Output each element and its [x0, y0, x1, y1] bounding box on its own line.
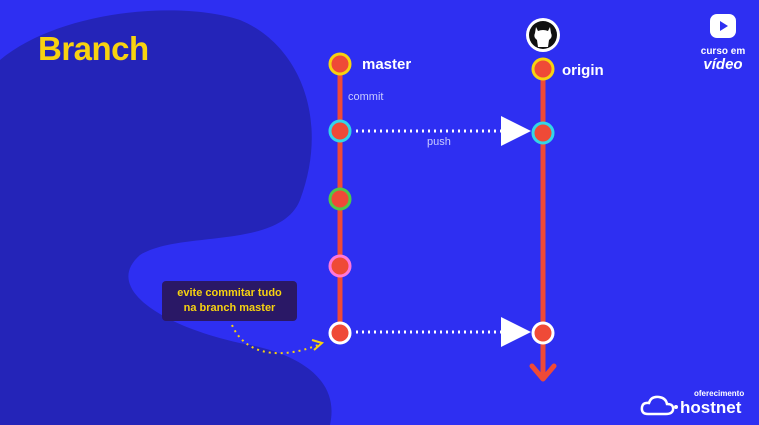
master-commit-2 — [328, 119, 352, 143]
master-commit-5 — [328, 321, 352, 345]
origin-commit-2 — [531, 121, 555, 145]
commit-label: commit — [348, 91, 384, 103]
cursoemvideo-logo: curso em vídeo — [694, 12, 752, 72]
sponsor-label: oferecimento — [694, 389, 745, 398]
arrow-down-icon — [529, 363, 557, 382]
push-label: push — [427, 136, 451, 148]
origin-label: origin — [562, 62, 604, 79]
note-pointer — [231, 324, 319, 355]
warning-note: evite commitar tudo na branch master — [162, 281, 297, 321]
play-icon — [710, 14, 736, 38]
sponsor-name: hostnet — [680, 398, 742, 417]
note-line-1: evite commitar tudo — [177, 287, 282, 299]
github-icon — [526, 18, 560, 52]
origin-commit-1 — [531, 57, 555, 81]
page-title: Branch — [38, 30, 149, 67]
note-line-2: na branch master — [183, 302, 276, 314]
origin-commit-3 — [531, 321, 555, 345]
master-label: master — [362, 56, 412, 73]
master-commit-4 — [328, 254, 352, 278]
master-commit-3 — [328, 187, 352, 211]
master-commit-1 — [328, 52, 352, 76]
cloud-icon — [640, 395, 678, 416]
